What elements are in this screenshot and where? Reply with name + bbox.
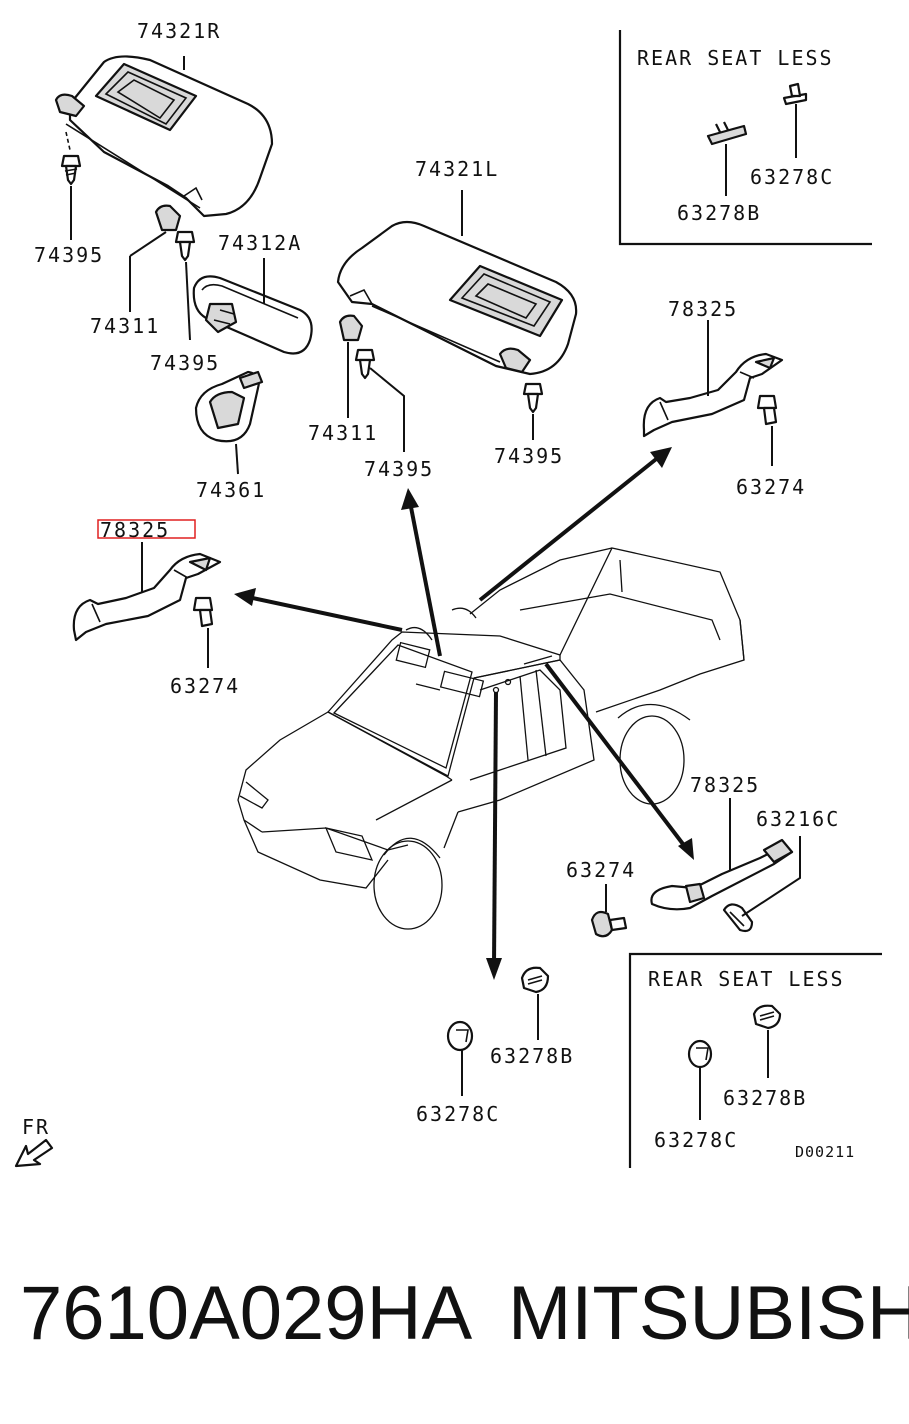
screw-icon — [522, 382, 544, 414]
screw-icon — [590, 910, 628, 938]
inset-bottom-title: REAR SEAT LESS — [648, 967, 845, 991]
label-clip-c-inset-bottom: 63278C — [654, 1128, 738, 1152]
label-holder-right: 74311 — [90, 314, 160, 338]
label-clip-b-inset-top: 63278B — [677, 201, 761, 225]
label-mirror: 74312A — [218, 231, 302, 255]
clip-c-icon — [446, 1020, 474, 1052]
rearview-mirror — [192, 275, 313, 355]
label-visor-right: 74321R — [137, 19, 221, 43]
brand-name: MITSUBISHI — [508, 1271, 909, 1356]
label-screw-visor-left: 74395 — [494, 444, 564, 468]
sun-visor-right — [54, 55, 274, 218]
assist-grip-right — [642, 352, 784, 438]
label-grip-right: 78325 — [668, 297, 738, 321]
screw-icon — [60, 131, 82, 186]
screw-icon — [192, 596, 214, 628]
clip-c-icon — [687, 1039, 713, 1069]
footer: 7610A029HA MITSUBISHI — [20, 1270, 909, 1380]
label-grip-rear-screw: 63274 — [566, 858, 636, 882]
screw-icon — [174, 230, 196, 262]
visor-holder-right — [154, 204, 182, 232]
label-screw-holder-left: 74395 — [364, 457, 434, 481]
end-cap — [722, 903, 754, 933]
diagram-code: D00211 — [795, 1143, 855, 1161]
highlight-box — [97, 519, 196, 539]
label-grip-rear-cap: 63216C — [756, 807, 840, 831]
clip-b-icon — [706, 121, 748, 146]
screw-icon — [756, 394, 778, 426]
part-number: 7610A029HA — [20, 1271, 473, 1356]
label-visor-left: 74321L — [415, 157, 499, 181]
inset-top-title: REAR SEAT LESS — [637, 46, 834, 70]
label-mirror-cover: 74361 — [196, 478, 266, 502]
clip-b-icon — [752, 1004, 782, 1030]
label-grip-right-screw: 63274 — [736, 475, 806, 499]
assist-grip-rear — [650, 838, 794, 911]
callout-arrows — [234, 447, 694, 980]
label-grip-left: 78325 — [100, 518, 170, 542]
label-fr: FR — [22, 1115, 50, 1139]
mirror-cover — [194, 370, 264, 443]
screw-icon — [354, 348, 376, 380]
label-clip-c-top: 63278C — [416, 1102, 500, 1126]
vehicle-outline — [237, 547, 745, 930]
label-clip-c-inset-top: 63278C — [750, 165, 834, 189]
front-direction-arrow-icon — [14, 1138, 54, 1168]
assist-grip-left — [72, 552, 222, 642]
label-clip-b-top: 63278B — [490, 1044, 574, 1068]
inset-bottom-right: REAR SEAT LESS 63278B 63278C D00211 — [628, 952, 882, 1168]
visor-holder-left — [338, 314, 364, 342]
sun-visor-left — [336, 220, 578, 376]
label-clip-b-inset-bottom: 63278B — [723, 1086, 807, 1110]
inset-top-right: REAR SEAT LESS 63278B 63278C — [618, 30, 872, 246]
label-screw-visor-right: 74395 — [34, 243, 104, 267]
label-grip-left-screw: 63274 — [170, 674, 240, 698]
label-screw-holder-right: 74395 — [150, 351, 220, 375]
clip-b-icon — [520, 966, 550, 994]
label-grip-rear: 78325 — [690, 773, 760, 797]
clip-c-icon — [782, 82, 808, 106]
label-holder-left: 74311 — [308, 421, 378, 445]
